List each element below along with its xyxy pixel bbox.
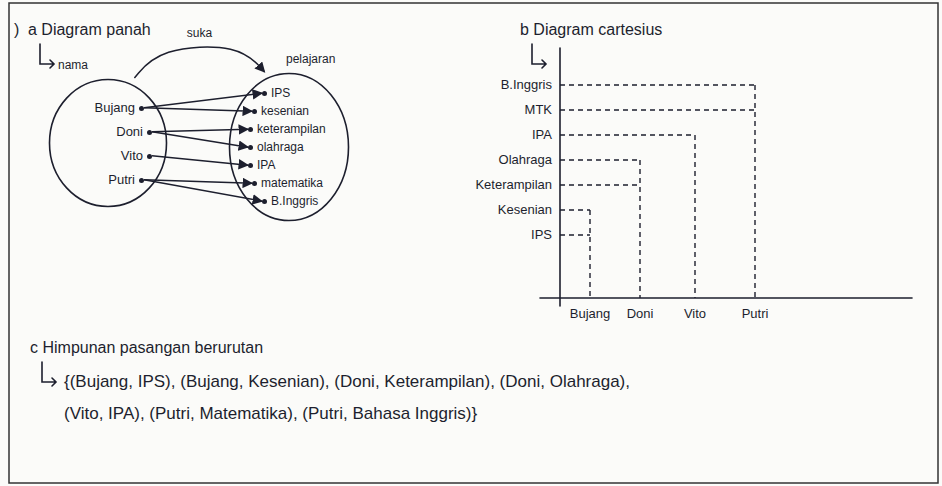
x-axis [540, 297, 912, 299]
section-heading: b Diagram cartesius [520, 20, 662, 39]
domain-item: Doni [116, 124, 152, 140]
ordered-pairs: (Vito, IPA), (Putri, Matematika), (Putri… [64, 404, 477, 424]
item-name: kesenian [261, 104, 309, 118]
item-name: IPS [271, 86, 290, 100]
hook-arrow [42, 362, 56, 386]
point-dot [262, 91, 267, 96]
set-name: nama [58, 58, 88, 72]
item-name: B.Inggris [271, 194, 318, 208]
axis-label: IPA [532, 127, 552, 143]
item-name: Doni [116, 124, 143, 139]
grid-dash [560, 210, 590, 298]
domain-item: Vito [121, 148, 152, 164]
set-outline [48, 78, 168, 208]
axis-label: Putri [742, 306, 769, 322]
item-name: Bujang [95, 100, 135, 115]
set-outline [230, 74, 349, 221]
edge-label: suka [185, 26, 214, 40]
axis-label: Olahraga [499, 152, 552, 168]
point-dot [248, 145, 253, 150]
mapping-arrow [152, 156, 248, 165]
point-dot [252, 181, 257, 186]
codomain-item: IPA [248, 158, 275, 172]
point-dot [139, 106, 144, 111]
item-name: Putri [108, 172, 135, 187]
set-oval: pelajaranIPSkesenianketerampilanolahraga… [228, 72, 350, 222]
section-heading: c Himpunan pasangan berurutan [30, 338, 263, 357]
codomain-item: keterampilan [248, 122, 326, 136]
axis-label: Doni [627, 306, 654, 322]
mapping-arrow [144, 93, 262, 108]
axis-label: Vito [684, 306, 706, 322]
codomain-item: matematika [252, 176, 323, 190]
hook-arrow [532, 44, 546, 68]
point-dot [248, 163, 253, 168]
domain-item: Bujang [95, 100, 144, 116]
codomain-item: IPS [262, 86, 290, 100]
point-dot [252, 109, 257, 114]
y-axis [559, 48, 561, 306]
point-dot [248, 127, 253, 132]
point-dot [147, 130, 152, 135]
frame [9, 3, 938, 483]
mapping-arrow [144, 108, 252, 111]
axis-label: B.Inggris [501, 77, 552, 93]
axis-label: IPS [531, 227, 552, 243]
item-name: IPA [257, 158, 275, 172]
mapping-arrow [144, 180, 262, 201]
grid-dash [560, 160, 640, 298]
grid-dash [560, 85, 755, 298]
grid-dash [560, 135, 695, 298]
axis-label: MTK [525, 102, 552, 118]
codomain-item: kesenian [252, 104, 309, 118]
item-name: olahraga [257, 140, 304, 154]
ordered-pairs: {(Bujang, IPS), (Bujang, Kesenian), (Don… [64, 372, 630, 392]
item-name: matematika [261, 176, 323, 190]
axis-label: Bujang [570, 306, 610, 322]
codomain-item: B.Inggris [262, 194, 318, 208]
list-marker: ) [14, 20, 19, 39]
set-oval: namaBujangDoniVitoPutri [48, 78, 168, 208]
domain-item: Putri [108, 172, 144, 188]
item-name: keterampilan [257, 122, 326, 136]
axis-label: Kesenian [498, 202, 552, 218]
section-heading: a Diagram panah [28, 20, 151, 39]
point-dot [262, 199, 267, 204]
item-name: Vito [121, 148, 143, 163]
point-dot [147, 154, 152, 159]
point-dot [139, 178, 144, 183]
codomain-item: olahraga [248, 140, 304, 154]
set-name: pelajaran [286, 52, 335, 66]
hook-arrow [40, 44, 54, 68]
relation-arrow [134, 47, 264, 78]
axis-label: Keterampilan [475, 177, 552, 193]
set-outline [50, 80, 167, 207]
